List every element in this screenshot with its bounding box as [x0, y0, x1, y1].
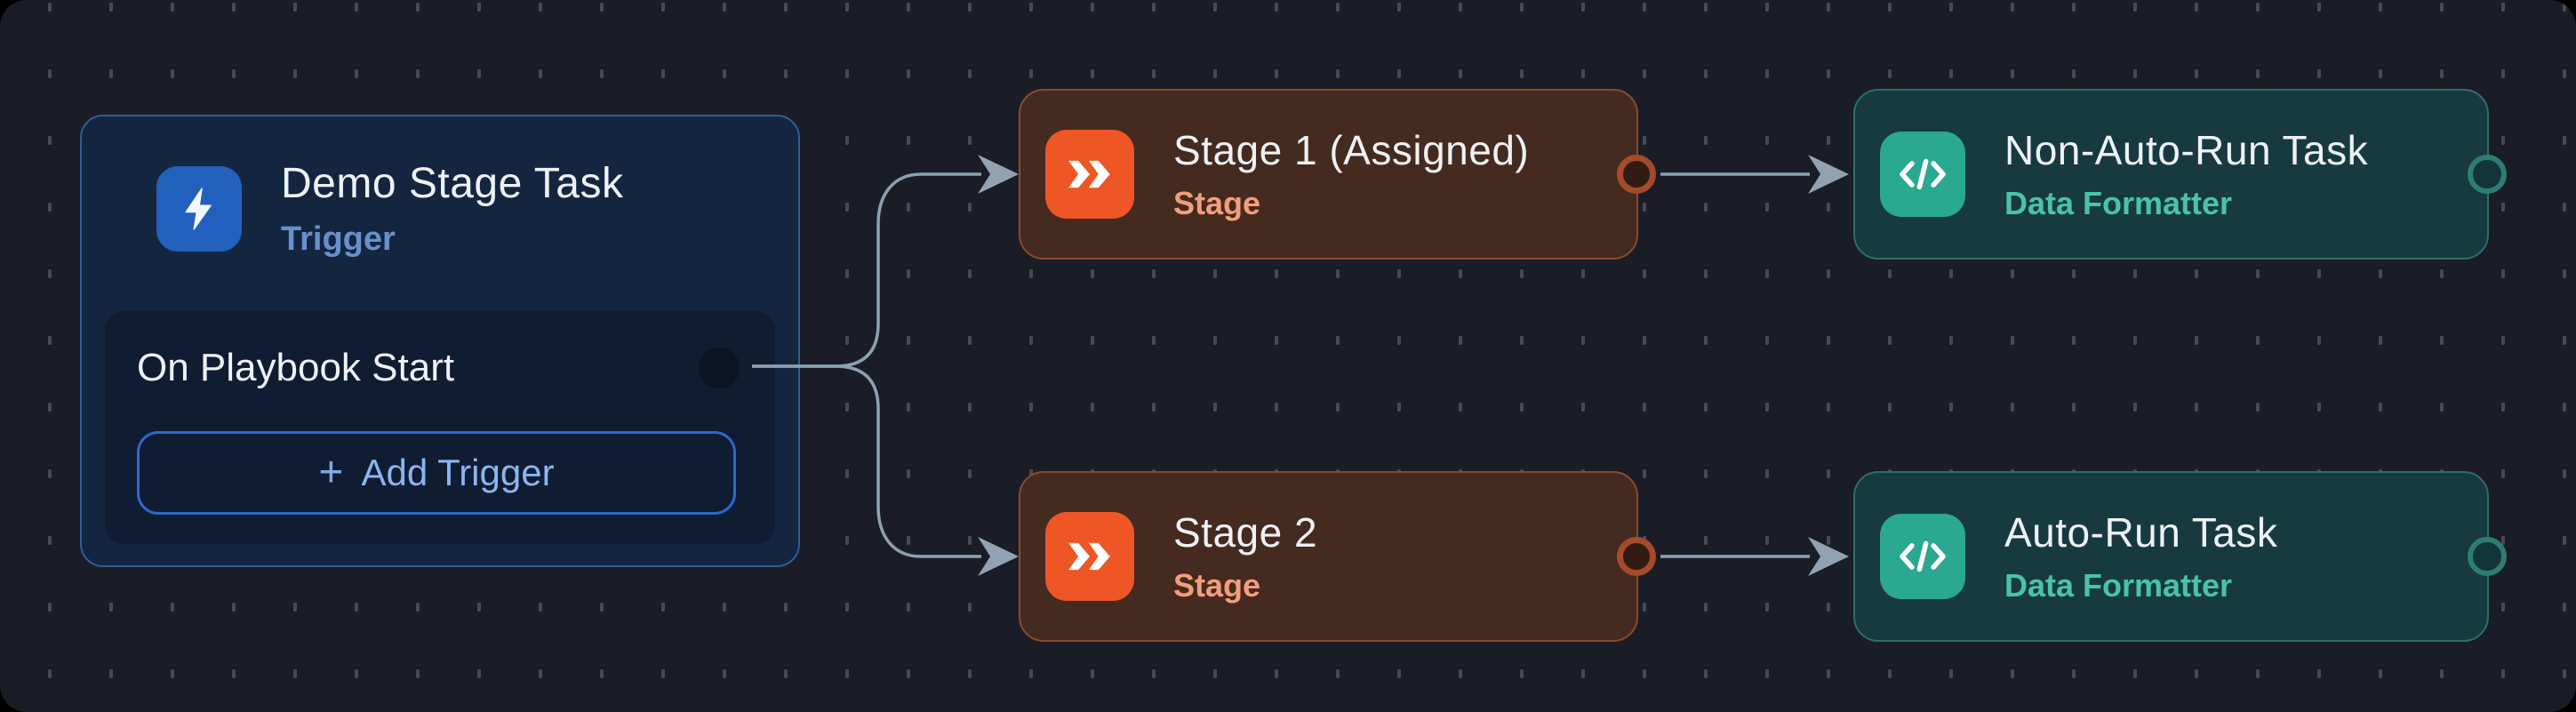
stage-1-node[interactable]: Stage 1 (Assigned) Stage — [1019, 89, 1656, 260]
stage-1-output-port[interactable] — [1617, 155, 1656, 194]
trigger-output-port[interactable] — [699, 348, 740, 388]
auto-run-task-output-port[interactable] — [2468, 537, 2507, 576]
non-auto-run-task-node[interactable]: Non-Auto-Run Task Data Formatter — [1853, 89, 2507, 260]
auto-run-task-title: Auto-Run Task — [2004, 509, 2278, 556]
trigger-row-on-playbook-start[interactable]: On Playbook Start — [137, 336, 743, 400]
trigger-list-panel: On Playbook Start + Add Trigger — [105, 311, 775, 544]
trigger-node-header: Demo Stage Task Trigger — [82, 116, 798, 259]
lightning-bolt-icon — [156, 166, 242, 252]
code-icon — [1880, 132, 1965, 217]
add-trigger-button[interactable]: + Add Trigger — [137, 431, 736, 515]
non-auto-run-task-type-label: Data Formatter — [2004, 185, 2233, 221]
trigger-row-label: On Playbook Start — [137, 346, 455, 389]
add-trigger-button-label: Add Trigger — [361, 452, 555, 493]
stage-1-title: Stage 1 (Assigned) — [1173, 127, 1530, 173]
stage-2-node[interactable]: Stage 2 Stage — [1019, 471, 1656, 642]
trigger-node-type-label: Trigger — [281, 220, 396, 258]
stage-2-title: Stage 2 — [1173, 509, 1318, 556]
auto-run-task-type-label: Data Formatter — [2004, 567, 2233, 604]
stage-1-type-label: Stage — [1173, 185, 1261, 221]
stage-2-type-label: Stage — [1173, 567, 1261, 604]
trigger-node[interactable]: Demo Stage Task Trigger On Playbook Star… — [80, 115, 800, 567]
code-icon — [1880, 514, 1965, 599]
plus-icon: + — [318, 449, 344, 496]
double-chevron-icon — [1045, 512, 1134, 601]
non-auto-run-task-output-port[interactable] — [2468, 155, 2507, 194]
auto-run-task-node[interactable]: Auto-Run Task Data Formatter — [1853, 471, 2507, 642]
stage-2-output-port[interactable] — [1617, 537, 1656, 576]
non-auto-run-task-title: Non-Auto-Run Task — [2004, 127, 2369, 173]
trigger-node-title: Demo Stage Task — [281, 160, 624, 207]
double-chevron-icon — [1045, 130, 1134, 219]
